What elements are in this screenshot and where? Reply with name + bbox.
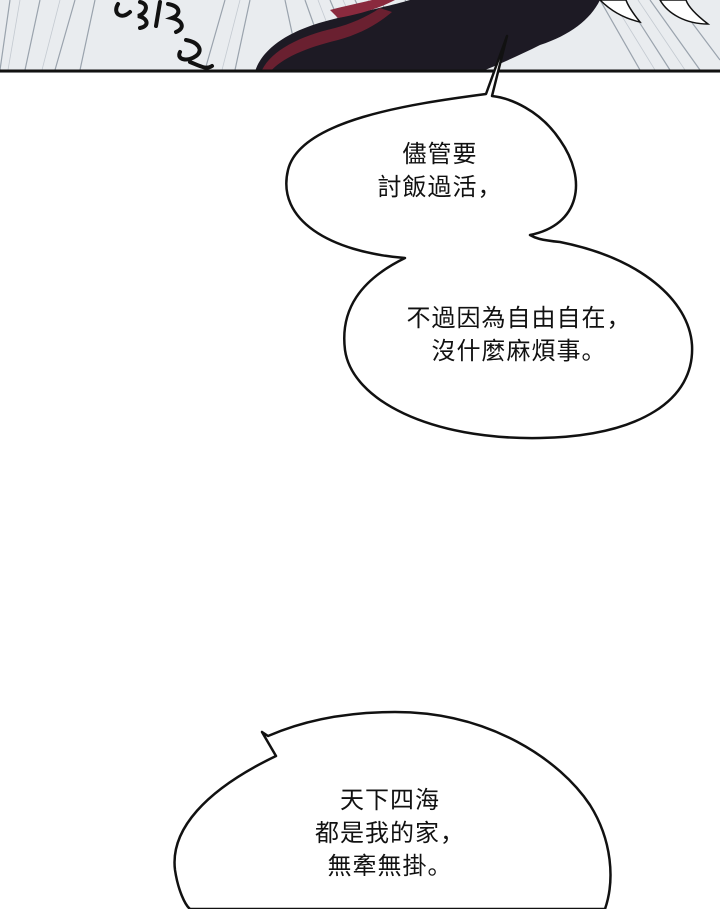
bubble-1-line-2: 討飯過活， [377, 173, 503, 201]
claw-shape-2 [659, 0, 711, 25]
sound-effect-lettering [114, 0, 214, 70]
figure-silhouette [255, 0, 600, 72]
bubble-3-line-3: 無牽無掛。 [327, 852, 453, 880]
bubble-3-line-2: 都是我的家， [315, 819, 465, 847]
figure-red-accent [262, 8, 392, 72]
bubble-2-line-1: 不過因為自由自在， [406, 304, 632, 332]
speech-bubble-3-shape [173, 710, 612, 909]
bubble-3-line-1: 天下四海 [340, 786, 440, 814]
top-comic-panel [0, 0, 720, 73]
speech-bubble-1-text: 儘管要 討飯過活， [340, 138, 540, 204]
panel-artwork [0, 0, 720, 73]
speech-bubble-2-text: 不過因為自由自在， 沒什麼麻煩事。 [384, 302, 654, 368]
figure-red-accent-2 [330, 0, 395, 18]
speech-bubble-1-shape [285, 34, 694, 440]
bubble-1-line-1: 儘管要 [402, 140, 478, 168]
bubble-2-line-2: 沒什麼麻煩事。 [431, 337, 607, 365]
claw-shape [598, 0, 642, 24]
speech-bubble-3-text: 天下四海 都是我的家， 無牽無掛。 [300, 784, 480, 883]
